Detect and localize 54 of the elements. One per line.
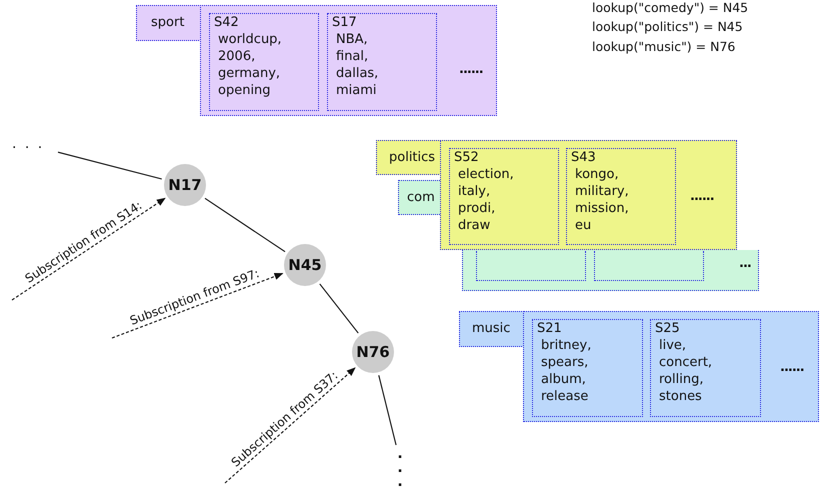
arrow	[112, 272, 284, 339]
node-label: N17	[168, 176, 202, 194]
topic-label: com	[407, 190, 435, 205]
node-label: N76	[356, 343, 390, 361]
topic-tab	[376, 140, 441, 175]
subscription-id: S43	[571, 150, 596, 165]
connector-line	[204, 198, 286, 252]
lookup-text: lookup("politics") = N45	[592, 19, 743, 34]
arrow	[12, 198, 166, 300]
topic-label: sport	[151, 15, 184, 30]
lookup-text: lookup("music") = N76	[592, 39, 736, 54]
subscription-id: S25	[655, 321, 680, 336]
ellipsis-text: ......	[780, 360, 804, 375]
topic-panel	[462, 250, 759, 291]
keyword-list: election, italy, prodi, draw	[458, 166, 514, 234]
subscription-id: S42	[214, 15, 239, 30]
subscription-box	[476, 251, 586, 281]
connector-line	[319, 284, 359, 334]
subscription-box	[449, 148, 559, 245]
topic-label: music	[472, 321, 510, 336]
keyword-list: NBA, final, dallas, miami	[336, 31, 378, 99]
keyword-list: kongo, military, mission, eu	[575, 166, 629, 234]
keyword-list: britney, spears, album, release	[541, 337, 592, 405]
subscription-box	[209, 13, 319, 111]
node-circle	[352, 331, 394, 373]
topic-tab	[459, 311, 524, 347]
node-label: N45	[288, 256, 322, 274]
ellipsis-text: ......	[690, 189, 714, 204]
subscription-id: S21	[537, 321, 562, 336]
keyword-list: worldcup, 2006, germany, opening	[218, 31, 282, 99]
subscription-id: S17	[332, 15, 357, 30]
subscription-box	[532, 319, 643, 417]
keyword-list: live, concert, rolling, stones	[659, 337, 712, 405]
subscription-id: S52	[454, 150, 479, 165]
topic-tab	[136, 5, 201, 41]
ellipsis-text: ......	[459, 62, 483, 77]
ellipsis-text: ...	[739, 256, 751, 271]
subscription-box	[566, 148, 676, 245]
ellipsis-text: . . .	[12, 136, 56, 156]
topic-panel	[200, 5, 497, 116]
node-circle	[164, 164, 206, 206]
topic-panel	[440, 140, 737, 250]
topic-panel	[523, 311, 819, 422]
subscription-box	[594, 251, 704, 281]
lookup-text: lookup("comedy") = N45	[592, 0, 748, 15]
ellipsis-text: ...	[397, 447, 403, 489]
topic-label: politics	[389, 150, 436, 165]
topic-tab	[398, 180, 440, 215]
arrow	[224, 367, 356, 484]
subscription-box	[327, 13, 437, 111]
connector-line	[378, 375, 397, 446]
node-circle	[284, 244, 326, 286]
subscription-box	[650, 319, 761, 417]
connector-line	[58, 152, 162, 180]
